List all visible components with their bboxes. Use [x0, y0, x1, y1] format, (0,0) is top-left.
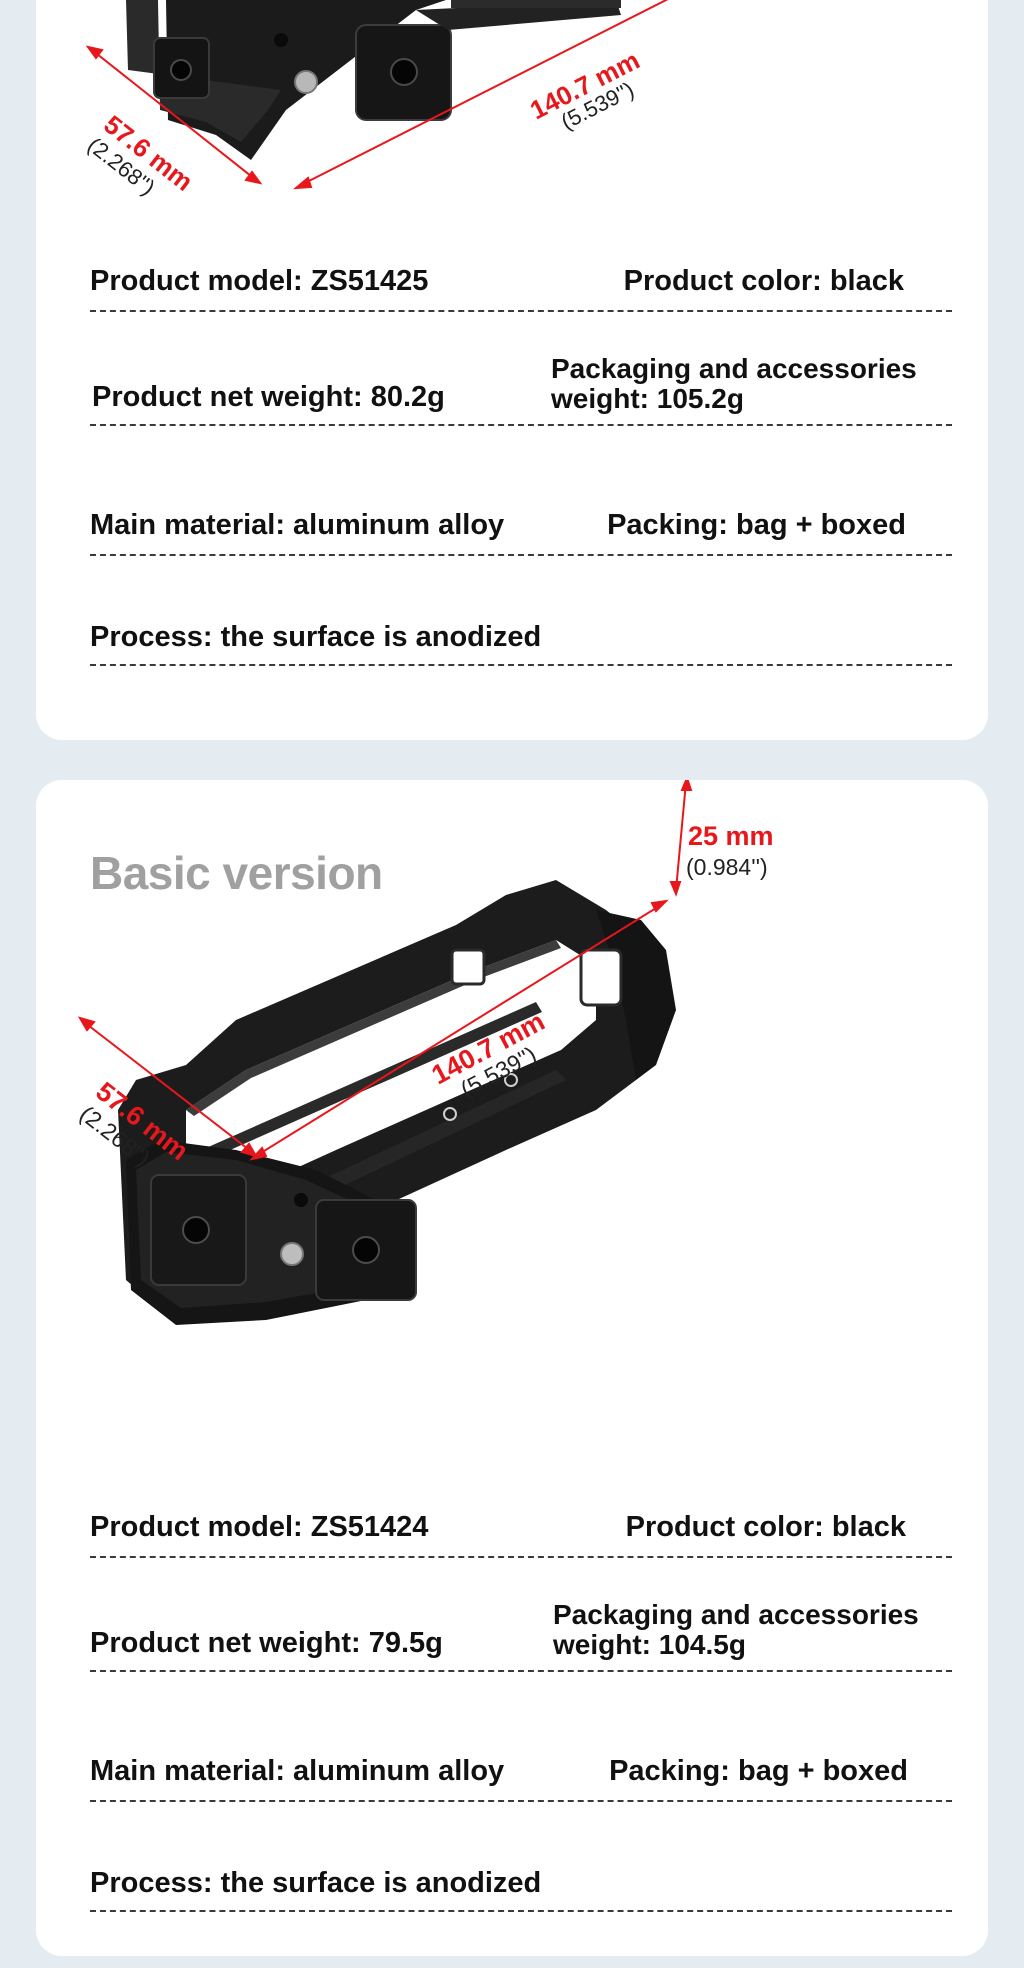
spec-net-weight: Product net weight: 80.2g [92, 381, 445, 413]
camera-cage-image [116, 0, 621, 160]
height-in-label: (0.984'') [686, 854, 768, 880]
spec-divider [90, 1800, 952, 1802]
spec-material: Main material: aluminum alloy [90, 1755, 505, 1787]
spec-divider [90, 554, 952, 556]
spec-net-weight: Product net weight: 79.5g [90, 1627, 443, 1659]
product-card-2: Basic version [36, 780, 988, 1956]
spec-divider [90, 1670, 952, 1672]
spec-packaging-weight: Packaging and accessories weight: 105.2g [551, 353, 917, 415]
spec-color: Product color: black [623, 265, 904, 297]
dimension-lines [77, 780, 693, 1161]
spec-model: Product model: ZS51425 [90, 265, 429, 297]
spec-model: Product model: ZS51424 [90, 1511, 429, 1543]
spec-process: Process: the surface is anodized [90, 1867, 542, 1899]
spec-material: Main material: aluminum alloy [90, 509, 505, 541]
spec-divider [90, 664, 952, 666]
spec-divider [90, 424, 952, 426]
cage-photo-1: 57.6 mm (2.268'') 140.7 mm (5.539'') [83, 0, 669, 200]
spec-color: Product color: black [625, 1511, 906, 1543]
height-mm-label: 25 mm [688, 821, 774, 851]
spec-divider [90, 310, 952, 312]
spec-packing: Packing: bag + boxed [607, 509, 906, 541]
spec-packing: Packing: bag + boxed [609, 1755, 908, 1787]
product-card-1: 57.6 mm (2.268'') 140.7 mm (5.539'') Pro… [36, 0, 988, 740]
spec-divider [90, 1556, 952, 1558]
section-title: Basic version [90, 847, 383, 899]
spec-packaging-weight: Packaging and accessories weight: 104.5g [553, 1599, 919, 1661]
spec-process: Process: the surface is anodized [90, 621, 542, 653]
cage-photo-2: 25 mm (0.984'') 57.6 mm (2.268'') 140.7 … [75, 780, 774, 1325]
dimension-lines [85, 0, 669, 190]
spec-divider [90, 1910, 952, 1912]
